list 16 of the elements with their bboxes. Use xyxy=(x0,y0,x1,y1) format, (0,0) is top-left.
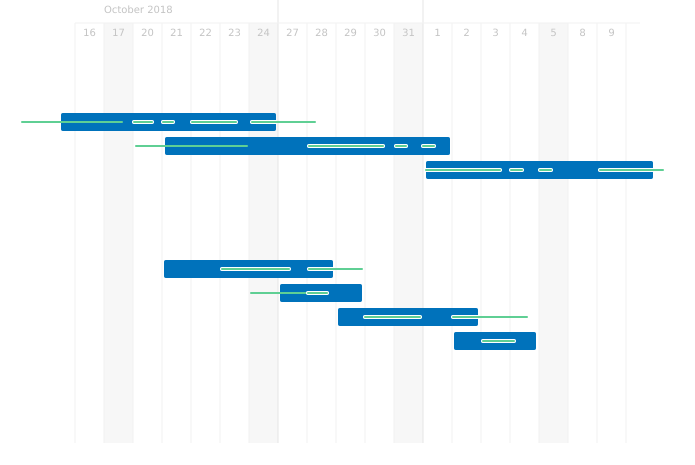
date-label: 1 xyxy=(433,28,442,39)
date-label: 21 xyxy=(169,28,184,39)
date-label: 29 xyxy=(343,28,358,39)
date-label: 30 xyxy=(372,28,387,39)
date-label: 27 xyxy=(285,28,300,39)
date-label: 28 xyxy=(314,28,329,39)
date-label: 2 xyxy=(462,28,471,39)
date-label: 9 xyxy=(607,28,616,39)
date-label: 23 xyxy=(227,28,242,39)
date-label: 3 xyxy=(491,28,500,39)
date-label: 22 xyxy=(198,28,213,39)
date-label: 4 xyxy=(520,28,529,39)
date-label: 20 xyxy=(140,28,155,39)
date-label: 8 xyxy=(578,28,587,39)
month-heading: October 2018 xyxy=(104,5,173,16)
date-label: 16 xyxy=(82,28,97,39)
